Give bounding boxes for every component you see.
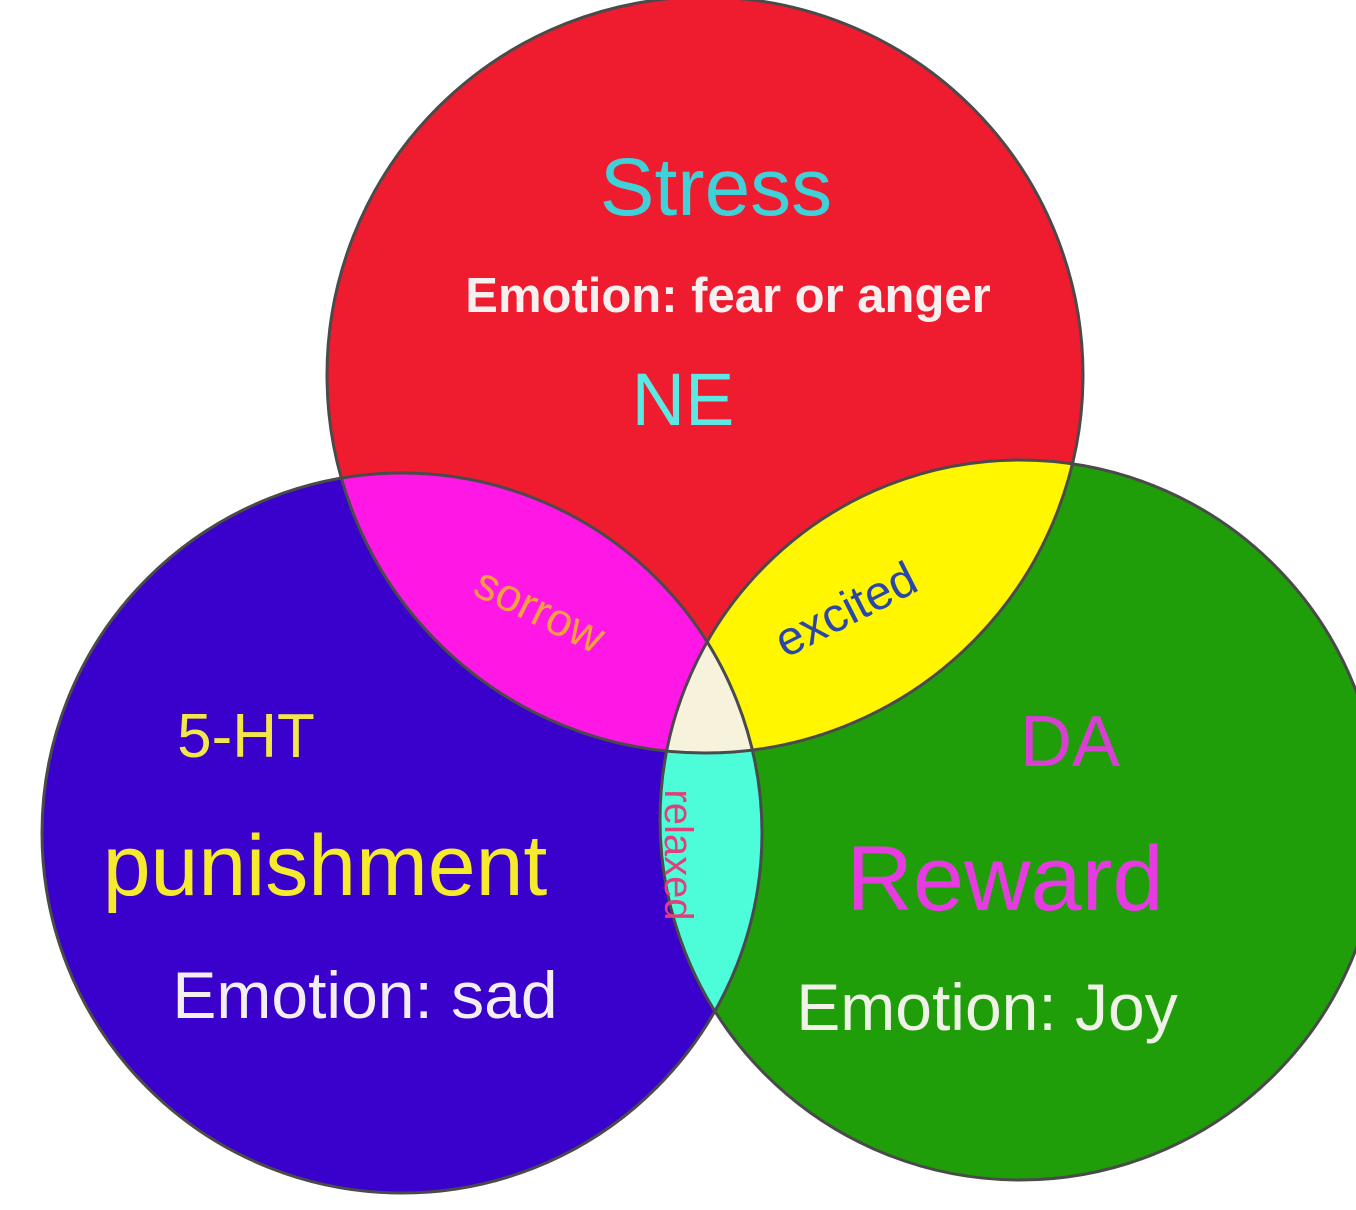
punishment-emotion: Emotion: sad: [172, 958, 557, 1032]
stress-title: Stress: [600, 142, 832, 233]
excited-overlap: [660, 460, 1083, 753]
relaxed-label: relaxed: [656, 789, 700, 920]
punishment-title: punishment: [103, 818, 548, 914]
stress-emotion: Emotion: fear or anger: [465, 269, 990, 323]
stress-transmitter: NE: [632, 358, 735, 441]
punishment-transmitter: 5-HT: [177, 702, 315, 771]
reward-emotion: Emotion: Joy: [796, 970, 1178, 1044]
circle-outlines: [40, 0, 1356, 1195]
sorrow-overlap: [327, 473, 762, 753]
reward-title: Reward: [846, 828, 1163, 930]
reward-transmitter: DA: [1020, 702, 1120, 782]
